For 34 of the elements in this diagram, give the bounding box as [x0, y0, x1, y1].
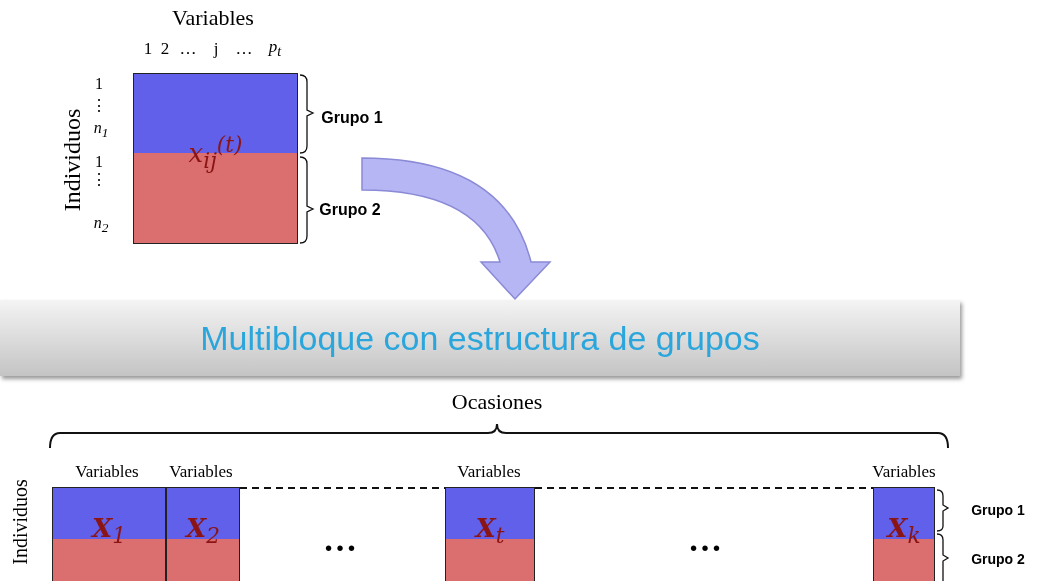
row-number: n$_{2}$	[93, 215, 109, 235]
group-label: Grupo 2	[971, 552, 1025, 566]
axis-label: Variables	[75, 462, 139, 480]
column-number: j	[213, 39, 219, 57]
data-matrix	[52, 487, 166, 581]
axis-label: Variables	[172, 7, 254, 29]
row-number: ⋮	[91, 172, 107, 188]
column-number: 2	[160, 39, 170, 57]
column-number: …	[179, 39, 197, 57]
curved-arrow	[361, 157, 551, 300]
axis-label: Variables	[872, 462, 936, 480]
data-matrix	[133, 73, 298, 244]
data-matrix	[873, 487, 935, 581]
row-number: 1	[95, 76, 103, 92]
axis-label: Variables	[169, 462, 233, 480]
ellipsis: …	[323, 523, 357, 557]
row-number: n$_{1}$	[93, 120, 109, 140]
column-number: …	[235, 39, 253, 57]
axis-label: Ocasiones	[451, 391, 543, 413]
axis-label: Individuos	[60, 108, 84, 212]
banner-title: Multibloque con estructura de grupos	[200, 318, 760, 358]
ellipsis: …	[688, 523, 722, 557]
group-label: Grupo 2	[319, 202, 381, 218]
axis-label: Variables	[457, 462, 521, 480]
title-banner	[0, 300, 960, 376]
data-matrix	[166, 487, 240, 581]
column-number: p$_{t}$	[268, 37, 282, 59]
group-label: Grupo 1	[971, 503, 1025, 517]
group-label: Grupo 1	[321, 110, 383, 126]
column-number: 1	[143, 39, 153, 57]
axis-label: Individuos	[10, 479, 30, 565]
row-number: ⋮	[91, 98, 107, 114]
row-number: 1	[95, 154, 103, 170]
data-matrix	[445, 487, 535, 581]
